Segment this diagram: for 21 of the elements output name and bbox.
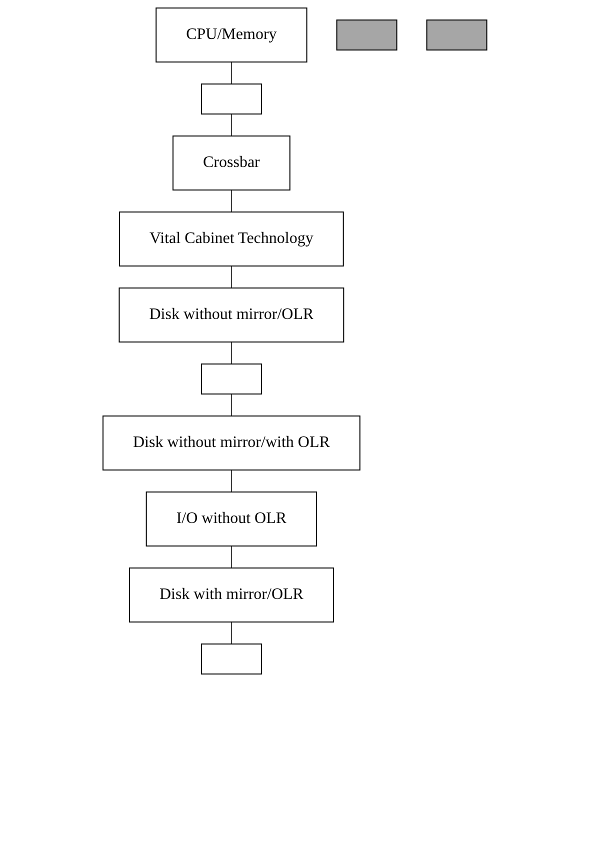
node-box: Disk with mirror/OLR bbox=[129, 568, 334, 622]
connector bbox=[231, 622, 232, 644]
node-box: Vital Cabinet Technology bbox=[119, 212, 344, 266]
node-box bbox=[201, 644, 262, 674]
node-box: Disk without mirror/with OLR bbox=[102, 416, 360, 470]
node-box bbox=[336, 20, 398, 50]
connector bbox=[231, 266, 232, 288]
node-box: Crossbar bbox=[172, 136, 290, 190]
node-box: Disk without mirror/OLR bbox=[118, 288, 344, 342]
node-box: CPU/Memory bbox=[156, 8, 308, 62]
connector bbox=[231, 470, 232, 492]
node-box bbox=[201, 84, 262, 114]
connector bbox=[231, 394, 232, 416]
node-box bbox=[201, 364, 262, 394]
connector bbox=[231, 342, 232, 364]
node-box: I/O without OLR bbox=[146, 492, 318, 546]
node-box bbox=[426, 20, 488, 50]
connector bbox=[231, 114, 232, 136]
connector bbox=[231, 546, 232, 568]
connector bbox=[231, 190, 232, 212]
connector bbox=[231, 62, 232, 84]
